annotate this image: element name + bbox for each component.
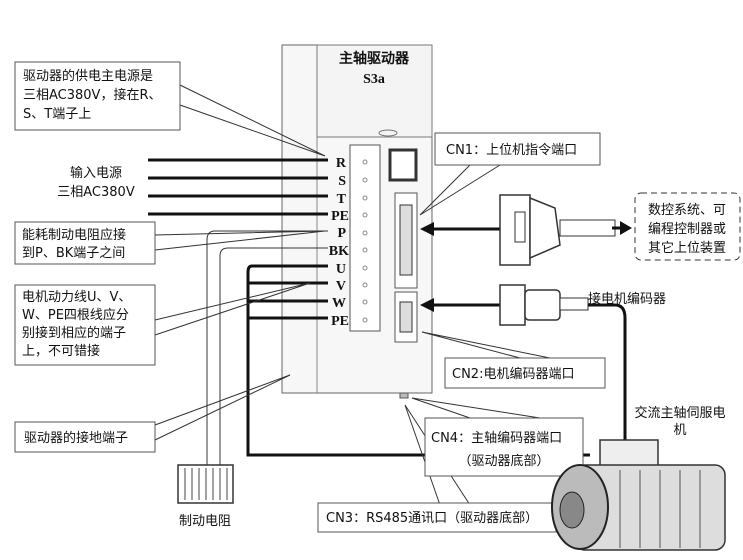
svg-text:（驱动器底部）: （驱动器底部） xyxy=(458,453,549,469)
terminal-bk: BK xyxy=(329,244,349,259)
terminal-p: P xyxy=(337,226,346,241)
callout-power-supply: 驱动器的供电主电源是 三相AC380V，接在R、 S、T端子上 xyxy=(14,61,181,131)
svg-text:能耗制动电阻应接: 能耗制动电阻应接 xyxy=(22,227,126,243)
callout-cn3: CN3：RS485通讯口（驱动器底部） xyxy=(317,502,557,533)
svg-text:其它上位装置: 其它上位装置 xyxy=(648,240,726,256)
terminal-s: S xyxy=(338,174,346,189)
power-wires xyxy=(148,158,590,465)
svg-text:输入电源: 输入电源 xyxy=(70,165,122,181)
svg-text:三相AC380V，接在R、: 三相AC380V，接在R、 xyxy=(23,87,161,103)
terminal-v: V xyxy=(336,279,346,294)
svg-text:编程控制器或: 编程控制器或 xyxy=(648,222,726,237)
svg-text:CN1：上位机指令端口: CN1：上位机指令端口 xyxy=(446,143,577,158)
terminal-t: T xyxy=(337,192,347,207)
drive-unit: 主轴驱动器 S3a xyxy=(281,44,433,399)
svg-text:S、T端子上: S、T端子上 xyxy=(23,107,91,122)
cn2-encoder-cable: 接电机编码器 xyxy=(420,284,666,440)
svg-text:CN4：主轴编码器端口: CN4：主轴编码器端口 xyxy=(431,431,562,446)
label-input-power: 输入电源 三相AC380V xyxy=(57,165,135,200)
drive-model: S3a xyxy=(363,72,385,87)
cn1-cable xyxy=(420,194,632,266)
svg-text:驱动器的供电主电源是: 驱动器的供电主电源是 xyxy=(23,68,153,84)
host-controller-box: 数控系统、可 编程控制器或 其它上位装置 xyxy=(634,192,741,261)
terminal-u: U xyxy=(336,262,346,277)
callout-cn2: CN2:电机编码器端口 xyxy=(444,357,606,389)
svg-text:数控系统、可: 数控系统、可 xyxy=(648,203,726,218)
svg-text:CN3：RS485通讯口（驱动器底部）: CN3：RS485通讯口（驱动器底部） xyxy=(326,510,538,526)
svg-text:驱动器的接地端子: 驱动器的接地端子 xyxy=(24,430,128,446)
svg-text:别接到相应的端子: 别接到相应的端子 xyxy=(22,325,126,341)
svg-text:到P、BK端子之间: 到P、BK端子之间 xyxy=(22,246,125,261)
cn4-port xyxy=(399,392,409,399)
svg-text:三相AC380V: 三相AC380V xyxy=(57,185,135,200)
callout-motor-power: 电机动力线U、V、 W、PE四根线应分 别接到相应的端子 上，不可错接 xyxy=(14,284,156,366)
motor-label: 交流主轴伺服电 机 xyxy=(634,405,725,438)
leader-lines xyxy=(154,84,551,506)
svg-text:W、PE四根线应分: W、PE四根线应分 xyxy=(22,307,129,323)
callout-ground: 驱动器的接地端子 xyxy=(14,421,156,453)
terminal-w: W xyxy=(332,296,346,311)
brake-resistor: 制动电阻 xyxy=(177,464,234,529)
display-window xyxy=(388,148,418,182)
svg-text:电机动力线U、V、: 电机动力线U、V、 xyxy=(22,290,131,305)
callout-brake-resistor: 能耗制动电阻应接 到P、BK端子之间 xyxy=(14,221,156,265)
svg-text:上，不可错接: 上，不可错接 xyxy=(22,343,100,359)
encoder-link-label: 接电机编码器 xyxy=(588,291,666,307)
svg-text:机: 机 xyxy=(673,423,686,438)
drive-title: 主轴驱动器 xyxy=(339,50,410,67)
terminal-r: R xyxy=(336,156,347,171)
brake-resistor-label: 制动电阻 xyxy=(179,514,231,529)
terminal-pe-motor: PE xyxy=(331,314,349,329)
terminal-pe: PE xyxy=(331,209,349,224)
callout-cn1: CN1：上位机指令端口 xyxy=(434,132,601,166)
svg-text:交流主轴伺服电: 交流主轴伺服电 xyxy=(634,405,725,421)
terminal-labels: R S T PE P BK U V W PE xyxy=(329,156,368,329)
servo-motor xyxy=(551,439,726,551)
callout-cn4: CN4：主轴编码器端口 （驱动器底部） xyxy=(424,417,584,477)
svg-text:CN2:电机编码器端口: CN2:电机编码器端口 xyxy=(452,367,574,382)
